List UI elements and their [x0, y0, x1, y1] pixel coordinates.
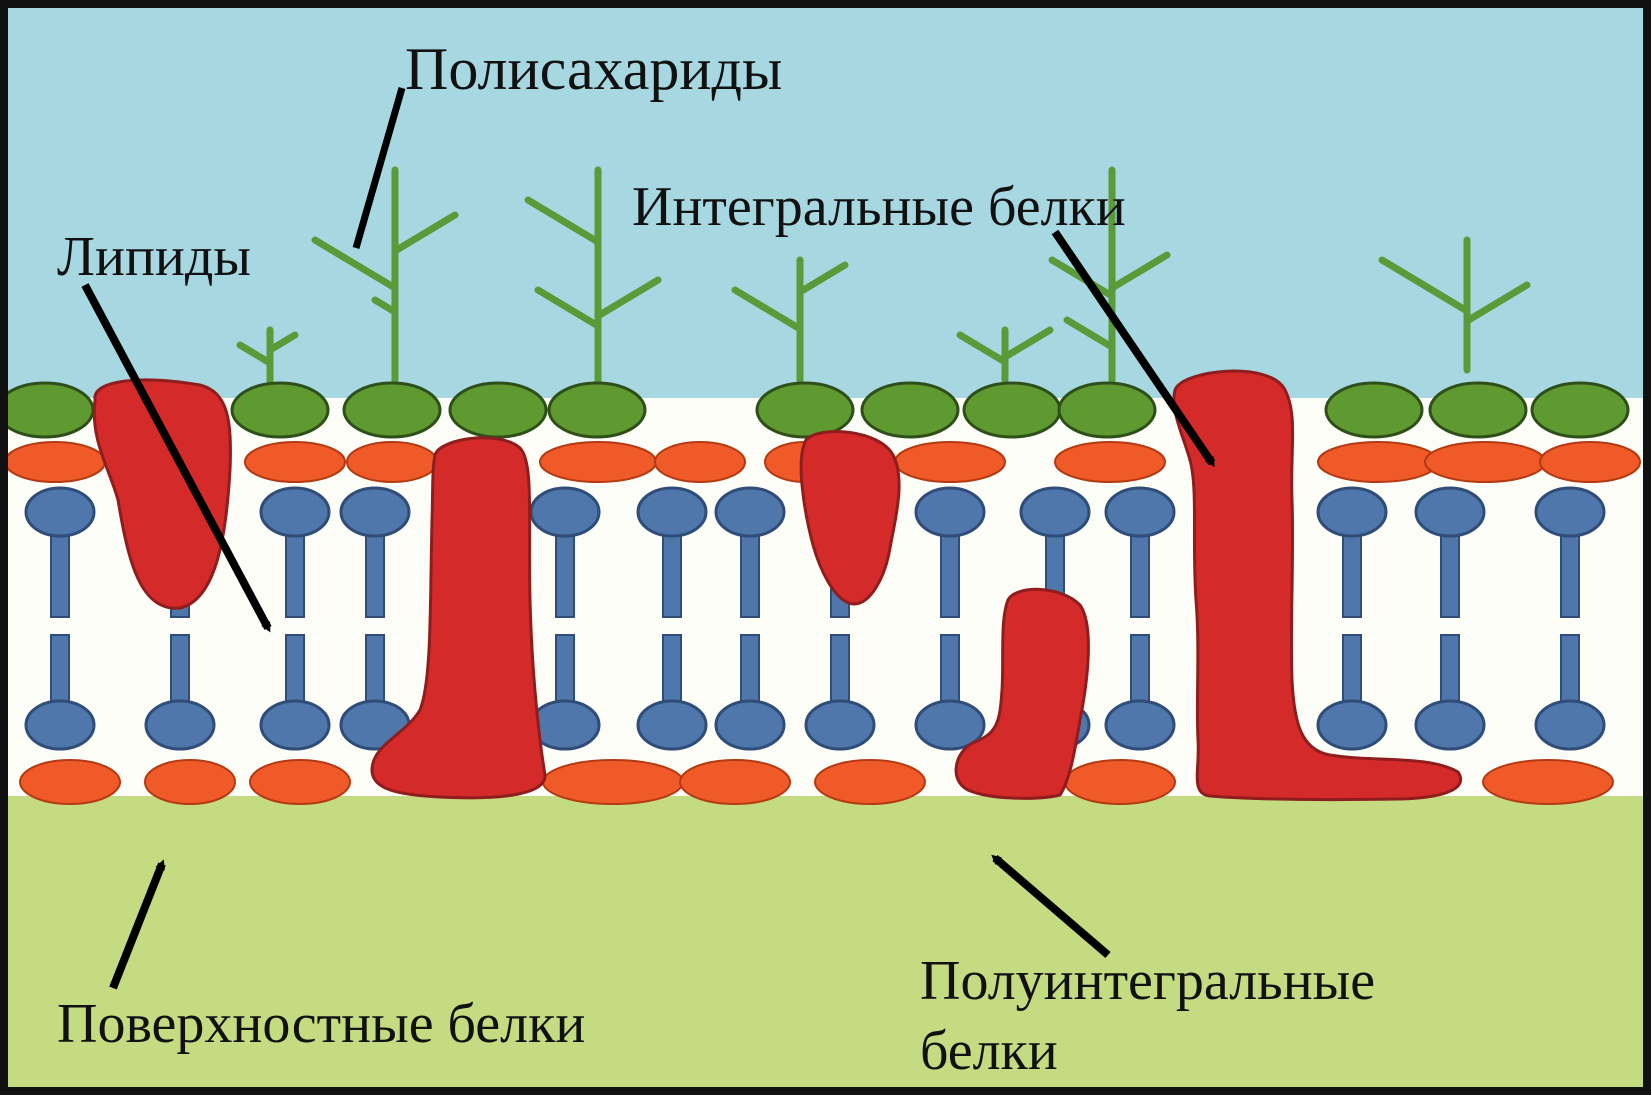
- surface-protein: [5, 442, 105, 482]
- outer-lipid-head: [0, 383, 93, 437]
- lipid-head: [1106, 701, 1174, 749]
- surface-protein: [250, 760, 350, 804]
- semi-integral-proteins-label-line1: Полуинтегральные: [920, 952, 1375, 1011]
- surface-protein: [1425, 442, 1545, 482]
- lipid-head: [1416, 488, 1484, 536]
- surface-protein: [680, 760, 790, 804]
- surface-protein: [1065, 760, 1175, 804]
- outer-green-head-row: [0, 383, 1628, 437]
- lipid-head: [1318, 488, 1386, 536]
- lipid-head: [716, 488, 784, 536]
- outer-lipid-head: [450, 383, 546, 437]
- surface-protein: [1483, 760, 1613, 804]
- lipid-head: [531, 488, 599, 536]
- lipid-head: [1536, 701, 1604, 749]
- lipids-label: Липиды: [57, 228, 251, 287]
- lipid-head: [638, 488, 706, 536]
- outer-lipid-head: [344, 383, 440, 437]
- surface-protein: [145, 760, 235, 804]
- surface-protein: [347, 442, 437, 482]
- lipid-head: [806, 701, 874, 749]
- lipid-head: [716, 701, 784, 749]
- surface-protein: [245, 442, 345, 482]
- outer-lipid-head: [1059, 383, 1155, 437]
- lipid-head: [916, 488, 984, 536]
- lipid-head: [1106, 488, 1174, 536]
- surface-protein: [895, 442, 1005, 482]
- outer-lipid-head: [964, 383, 1060, 437]
- outer-lipid-head: [1430, 383, 1526, 437]
- surface-protein: [1540, 442, 1640, 482]
- lipid-head: [1021, 488, 1089, 536]
- lipid-head: [26, 488, 94, 536]
- surface-protein: [543, 760, 683, 804]
- lipid-head: [1318, 701, 1386, 749]
- surface-protein: [540, 442, 656, 482]
- surface-protein: [20, 760, 120, 804]
- outer-lipid-head: [1532, 383, 1628, 437]
- semi-integral-proteins-label-line2: белки: [920, 1022, 1058, 1081]
- outer-lipid-head: [549, 383, 645, 437]
- surface-protein: [1055, 442, 1165, 482]
- lipid-head: [26, 701, 94, 749]
- outer-lipid-head: [1326, 383, 1422, 437]
- lipid-head: [146, 701, 214, 749]
- surface-protein: [815, 760, 925, 804]
- outer-lipid-head: [862, 383, 958, 437]
- surface-protein: [655, 442, 745, 482]
- lipid-head: [341, 488, 409, 536]
- polysaccharides-label: Полисахариды: [405, 38, 782, 101]
- surface-proteins-label: Поверхностные белки: [57, 995, 585, 1054]
- surface-protein: [1318, 442, 1438, 482]
- lipid-head: [261, 488, 329, 536]
- lipid-head: [1536, 488, 1604, 536]
- outer-lipid-head: [232, 383, 328, 437]
- lipid-head: [1416, 701, 1484, 749]
- outer-lipid-head: [757, 383, 853, 437]
- lipid-head: [261, 701, 329, 749]
- lipid-head: [638, 701, 706, 749]
- integral-proteins-label: Интегральные белки: [632, 178, 1126, 237]
